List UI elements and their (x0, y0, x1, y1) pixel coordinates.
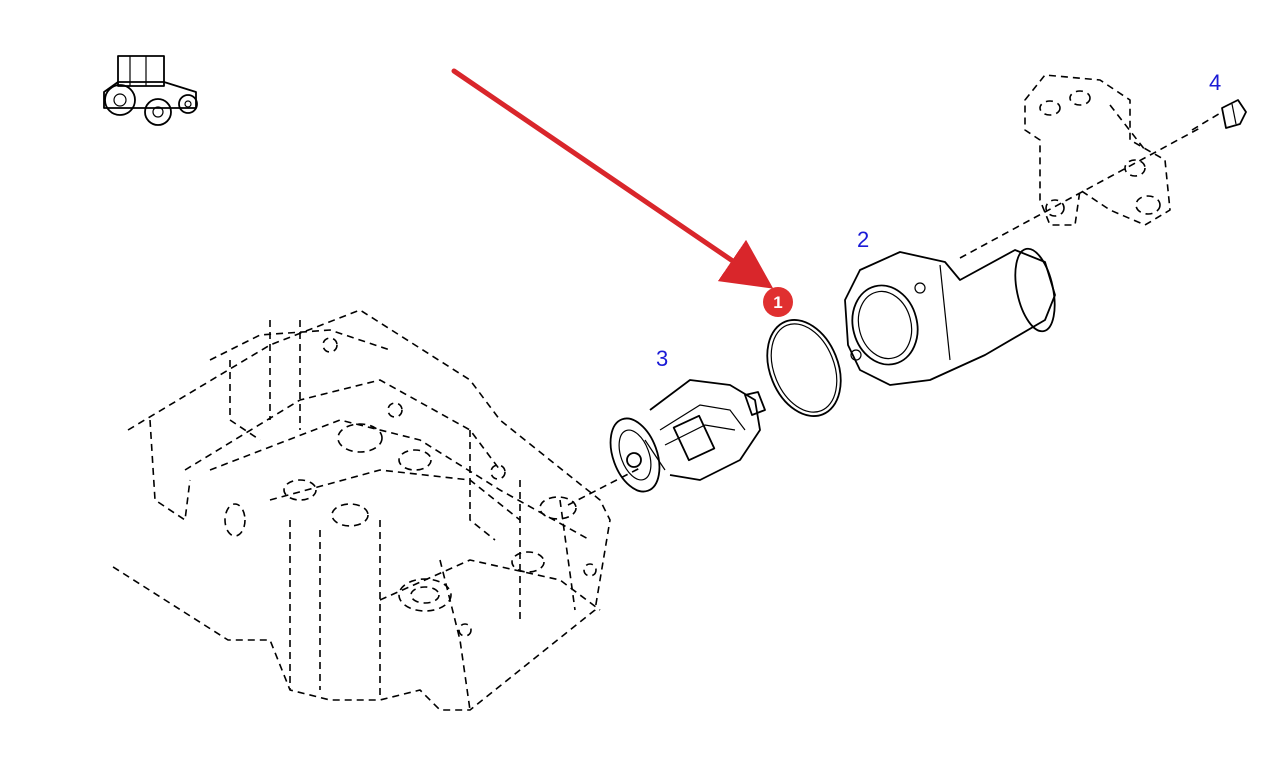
assembly-axis-lower (567, 467, 641, 506)
bracket-outline (1024, 74, 1171, 226)
bolt-part (1191, 99, 1247, 131)
callout-part-3: 3 (656, 346, 668, 371)
callout-part-2: 2 (857, 227, 869, 252)
engine-block-outline (109, 309, 611, 711)
callout-part-4: 4 (1209, 70, 1221, 95)
thermostat-part (609, 379, 766, 493)
thermostat-housing-part (844, 247, 1056, 386)
tractor-icon (103, 55, 198, 126)
seal-ring-part (766, 319, 842, 417)
pointer-arrow (451, 68, 774, 289)
highlight-badge: 1 (763, 287, 793, 317)
highlight-badge-label: 1 (773, 293, 782, 312)
